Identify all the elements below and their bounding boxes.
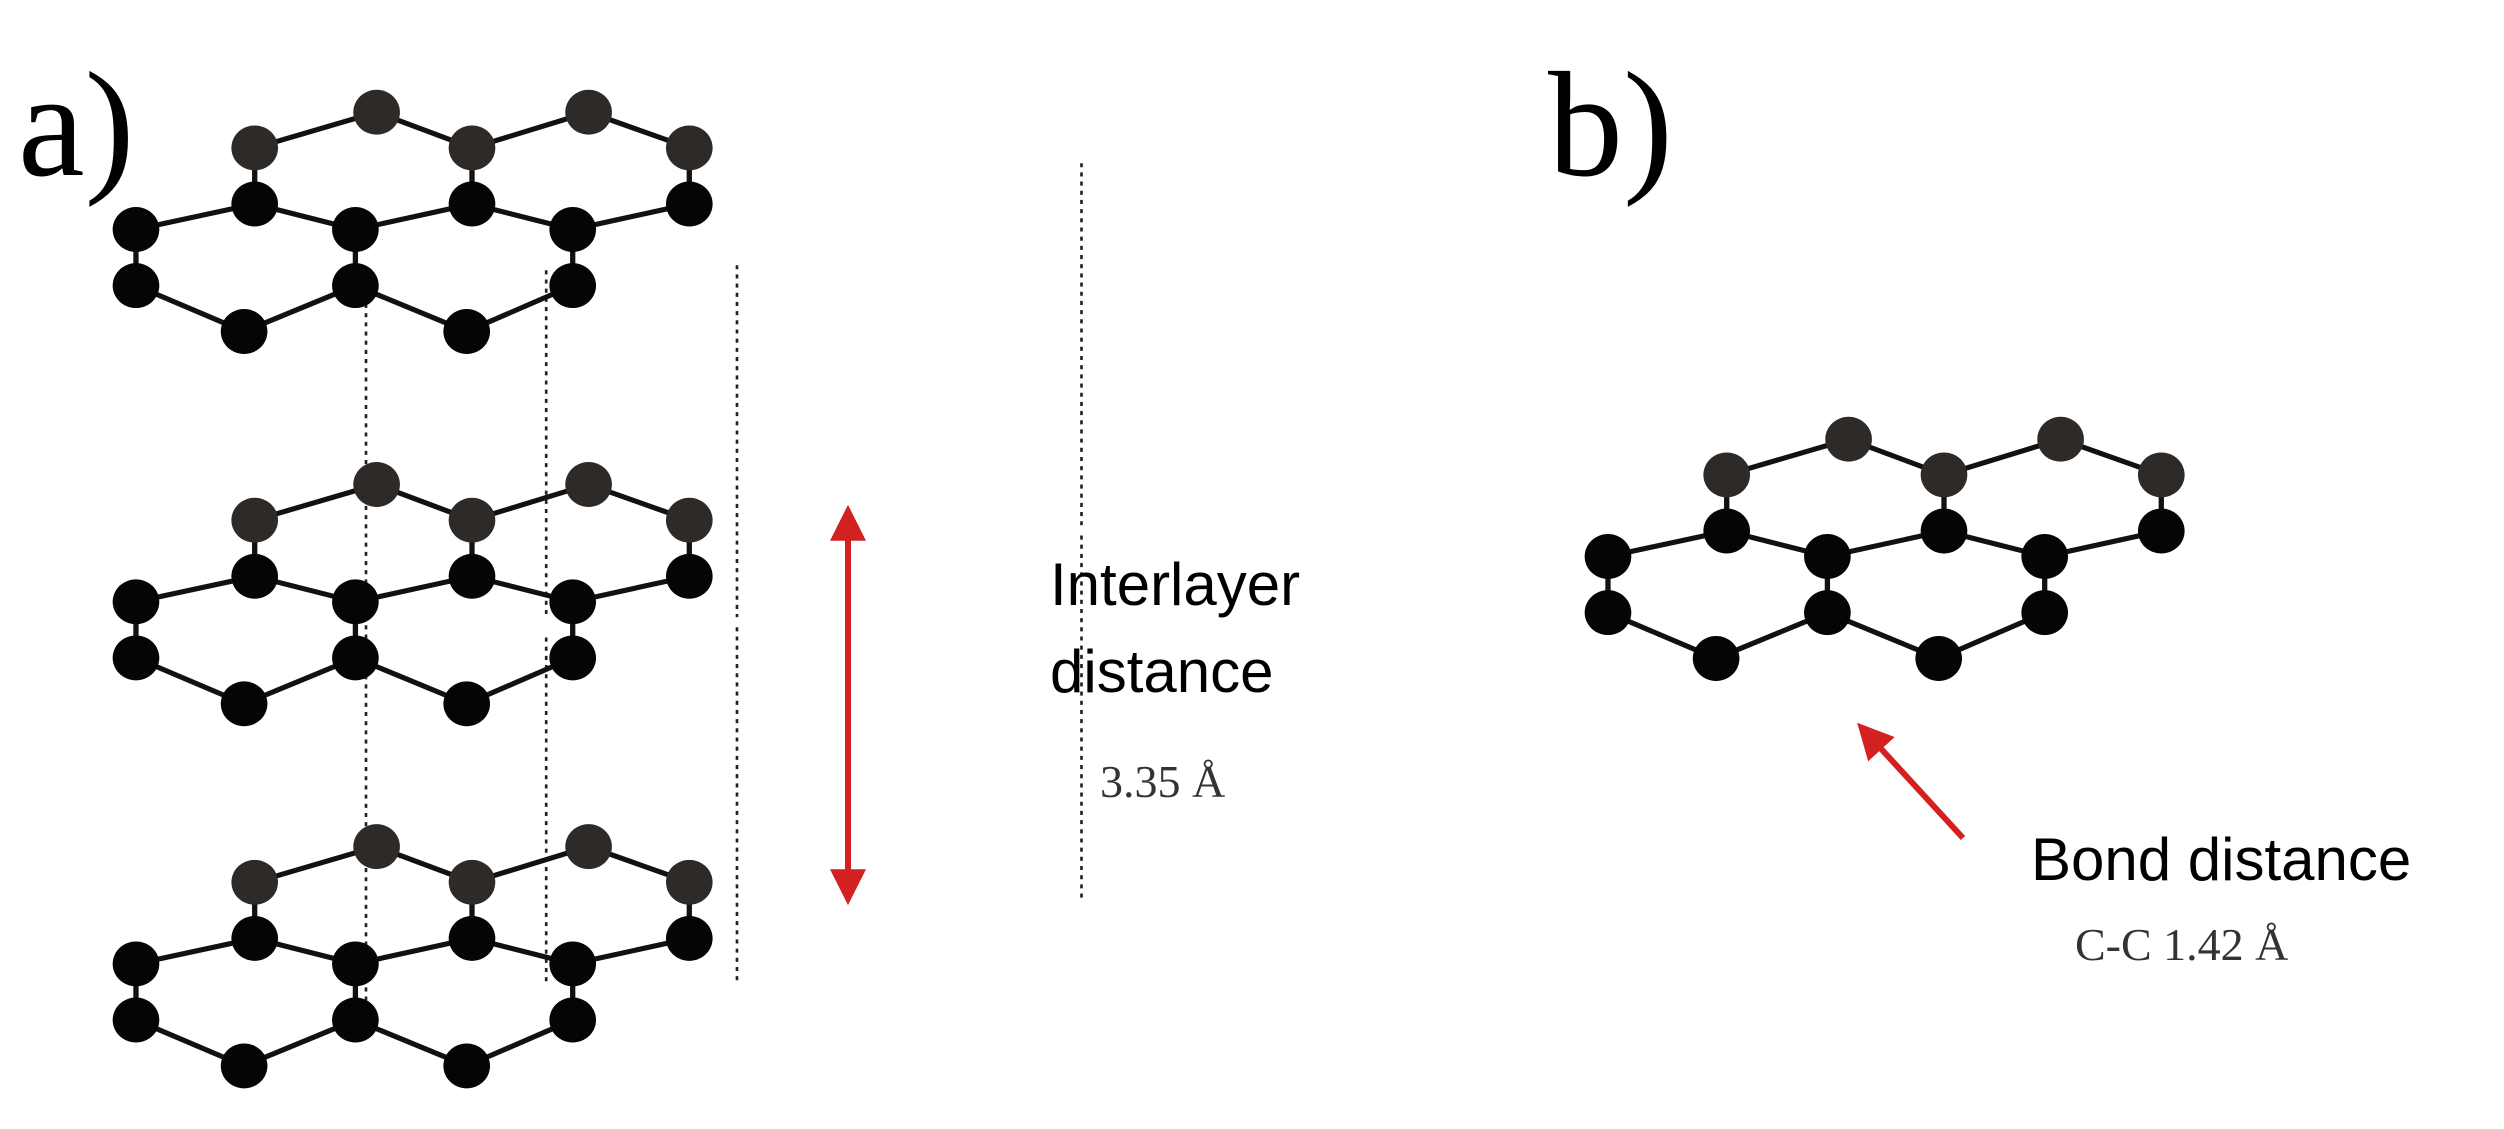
layer-1-carbon-atom xyxy=(332,263,379,309)
layer-b-carbon-atom xyxy=(1915,636,1963,681)
layer-2-carbon-atom xyxy=(112,579,160,625)
layer-1-carbon-atom xyxy=(353,89,400,135)
layer-b-carbon-atom xyxy=(2021,534,2069,579)
layer-3-carbon-atom xyxy=(448,859,496,905)
graphene-layer-b xyxy=(1584,416,2185,681)
graphene-layer-3 xyxy=(112,824,713,1089)
layer-2-carbon-atom xyxy=(549,635,597,681)
layer-3-carbon-atom xyxy=(665,915,713,961)
layer-1-carbon-atom xyxy=(549,207,597,252)
layer-b-carbon-atom xyxy=(2021,590,2069,636)
bond-distance-value: C-C 1.42 Å xyxy=(2075,919,2288,970)
graphene-layers xyxy=(112,89,713,1089)
layer-2-carbon-atom xyxy=(665,553,713,599)
layer-3-carbon-atom xyxy=(332,941,379,987)
layer-2-carbon-atom xyxy=(231,553,279,599)
graphene-layer-2 xyxy=(112,462,713,727)
graphite-stack xyxy=(112,89,1083,1089)
layer-2-carbon-atom xyxy=(353,462,400,507)
layer-1-carbon-atom xyxy=(549,263,597,309)
layer-1-carbon-atom xyxy=(443,309,491,354)
layer-2-carbon-atom xyxy=(332,579,379,625)
panel-label-a: a) xyxy=(18,42,135,208)
layer-3-carbon-atom xyxy=(231,915,279,961)
layer-2-carbon-atom xyxy=(231,497,279,543)
layer-b-carbon-atom xyxy=(1804,534,1851,579)
layer-3-carbon-atom xyxy=(549,997,597,1043)
interlayer-value: 3.35 Å xyxy=(1100,756,1225,807)
layer-1-carbon-atom xyxy=(231,125,279,171)
layer-3-carbon-atom xyxy=(112,941,160,987)
layer-3-carbon-atom xyxy=(112,997,160,1043)
layer-b-carbon-atom xyxy=(2137,508,2185,554)
layer-b-carbon-atom xyxy=(1692,636,1740,681)
layer-b-carbon-atom xyxy=(2137,452,2185,498)
layer-2-carbon-atom xyxy=(549,579,597,625)
layer-b-carbon-atom xyxy=(1825,416,1872,462)
layer-b-carbon-atom xyxy=(2037,416,2084,462)
layer-b-carbon-atom xyxy=(1584,534,1632,579)
graphene-layer-1 xyxy=(112,89,713,354)
layer-1-carbon-atom xyxy=(112,207,160,252)
layer-2-carbon-atom xyxy=(565,462,612,507)
bond-distance-arrow xyxy=(1857,722,1966,841)
layer-3-carbon-atom xyxy=(353,824,400,870)
panel-label-b: b) xyxy=(1548,42,1673,208)
layer-3-carbon-atom xyxy=(332,997,379,1043)
layer-1-carbon-atom xyxy=(565,89,612,135)
layer-2-carbon-atom xyxy=(112,635,160,681)
layer-3-carbon-atom xyxy=(443,1043,491,1089)
interlayer-label-line2: distance xyxy=(1050,638,1273,705)
layer-3-carbon-atom xyxy=(549,941,597,987)
layer-1-carbon-atom xyxy=(665,125,713,171)
layer-2-carbon-atom xyxy=(448,553,496,599)
layer-b-carbon-atom xyxy=(1804,590,1851,636)
layer-1-carbon-atom xyxy=(231,181,279,227)
interlayer-label-line1: Interlayer xyxy=(1050,551,1300,618)
layer-1-carbon-atom xyxy=(448,181,496,227)
layer-b-carbon-atom xyxy=(1703,452,1751,498)
layer-1-carbon-atom xyxy=(112,263,160,309)
layer-1-carbon-atom xyxy=(220,309,268,354)
layer-b-carbon-atom xyxy=(1920,452,1968,498)
layer-3-carbon-atom xyxy=(665,859,713,905)
layer-1-carbon-atom xyxy=(665,181,713,227)
graphene-single-layer xyxy=(1584,416,2185,681)
layer-3-carbon-atom xyxy=(448,915,496,961)
layer-3-carbon-atom xyxy=(565,824,612,870)
layer-3-carbon-atom xyxy=(231,859,279,905)
bond-distance-label: Bond distance xyxy=(2031,826,2411,893)
layer-2-carbon-atom xyxy=(448,497,496,543)
layer-1-carbon-atom xyxy=(332,207,379,252)
layer-2-carbon-atom xyxy=(443,681,491,727)
layer-2-carbon-atom xyxy=(665,497,713,543)
layer-b-carbon-atom xyxy=(1920,508,1968,554)
layer-3-carbon-atom xyxy=(220,1043,268,1089)
layer-2-carbon-atom xyxy=(332,635,379,681)
layer-b-carbon-atom xyxy=(1703,508,1751,554)
layer-2-carbon-atom xyxy=(220,681,268,727)
layer-1-carbon-atom xyxy=(448,125,496,171)
layer-b-carbon-atom xyxy=(1584,590,1632,636)
